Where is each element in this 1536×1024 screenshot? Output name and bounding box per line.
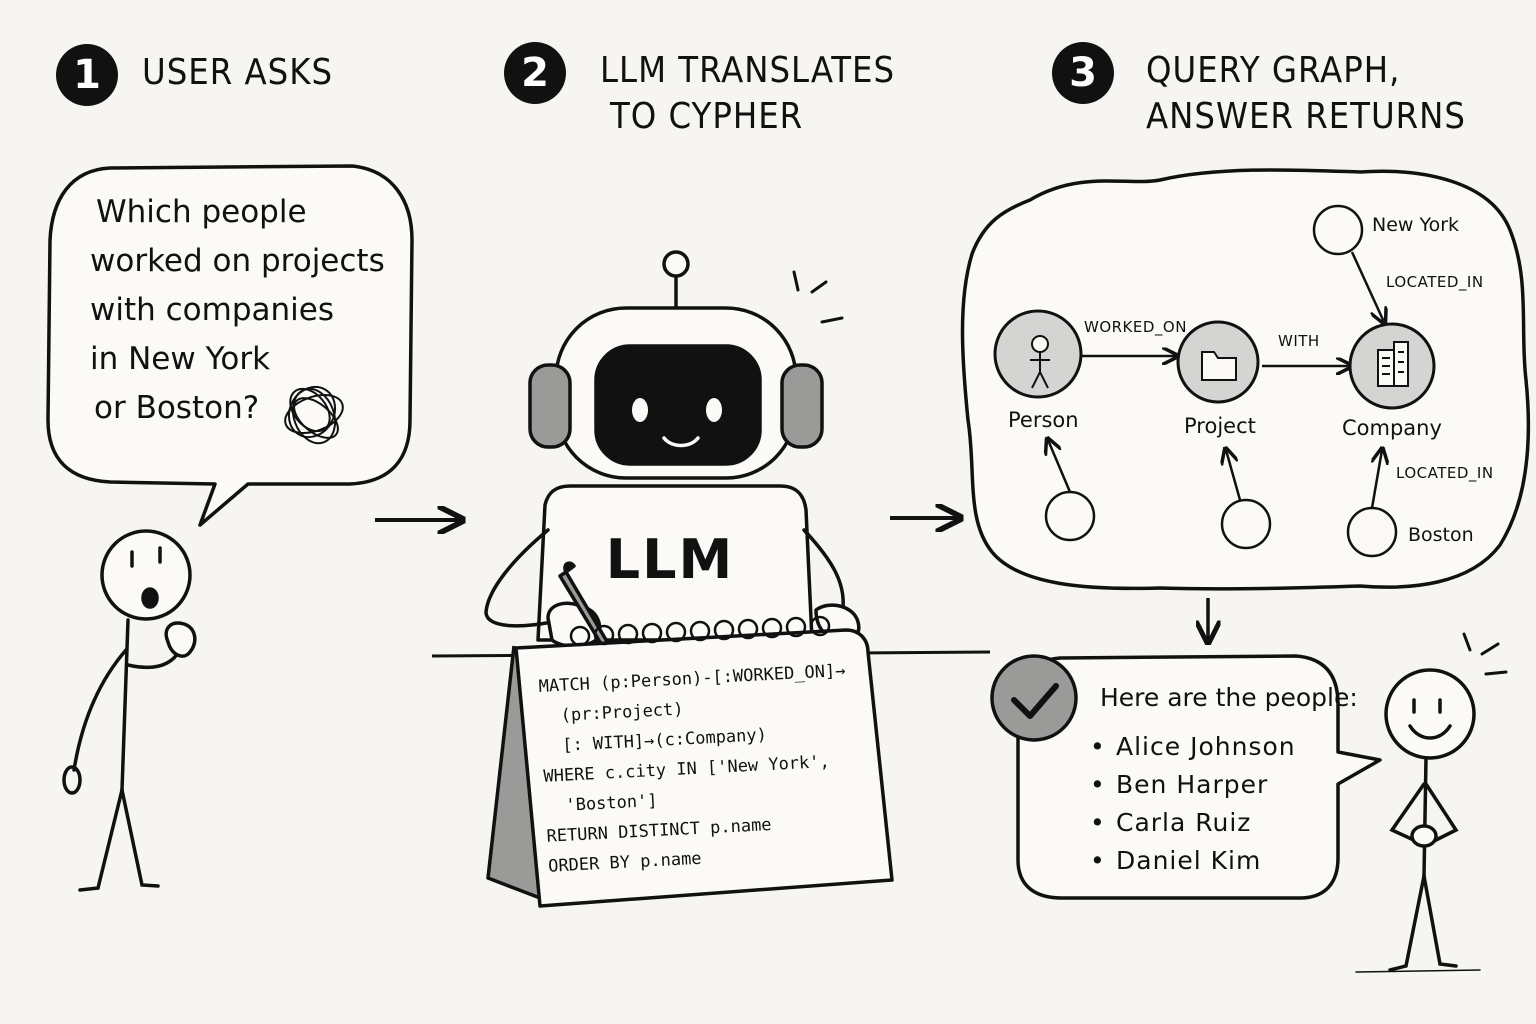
question-line: with companies — [90, 292, 334, 328]
scribble-icon — [284, 385, 344, 445]
list-item: Daniel Kim — [1090, 842, 1296, 880]
building-icon — [1377, 341, 1409, 387]
step-3-badge: 3 — [1052, 42, 1114, 104]
node-label-company: Company — [1342, 416, 1442, 440]
step-3-title-line: ANSWER RETURNS — [1146, 96, 1466, 137]
node-label-person: Person — [1008, 408, 1079, 432]
user-question: Which people worked on projects with com… — [90, 188, 390, 433]
question-line: in New York — [90, 341, 271, 377]
folder-icon — [1201, 351, 1237, 381]
llm-label: LLM — [605, 528, 735, 591]
node-label-new-york: New York — [1372, 214, 1460, 236]
user-stick-figure — [62, 529, 197, 892]
edge-label-with: WITH — [1278, 332, 1320, 350]
graph-node-boston — [1346, 506, 1398, 558]
answer-people-list: Alice Johnson Ben Harper Carla Ruiz Dani… — [1090, 728, 1296, 880]
cypher-query: MATCH (p:Person)-[:WORKED_ON]→ (pr:Proje… — [538, 655, 879, 882]
edge-label-worked-on: WORKED_ON — [1084, 318, 1187, 336]
step-1-badge: 1 — [56, 44, 118, 106]
robot-llm-figure — [484, 250, 861, 666]
graph-node-person — [993, 309, 1083, 399]
answer-title: Here are the people: — [1100, 683, 1358, 712]
checkmark-icon — [990, 654, 1078, 742]
question-line: or Boston? — [94, 390, 260, 426]
graph-node-new-york — [1312, 204, 1364, 256]
question-speech-bubble — [46, 164, 414, 527]
question-line: Which people — [96, 194, 307, 230]
step-2-title-line: LLM TRANSLATES — [600, 50, 896, 91]
step-1-title-line: USER ASKS — [142, 52, 334, 93]
graph-node-person-instance — [1044, 490, 1096, 542]
edge-label-located-in: LOCATED_IN — [1396, 464, 1494, 482]
graph-node-project — [1176, 320, 1260, 404]
graph-node-project-instance — [1220, 498, 1272, 550]
step-2-badge: 2 — [504, 42, 566, 104]
list-item: Alice Johnson — [1090, 728, 1296, 766]
step-2-title: LLM TRANSLATES TO CYPHER — [600, 48, 895, 140]
happy-stick-figure — [1355, 632, 1508, 973]
cypher-notepad — [486, 615, 894, 908]
node-label-boston: Boston — [1408, 524, 1474, 546]
step-3-title-line: QUERY GRAPH, — [1146, 50, 1401, 91]
node-label-project: Project — [1184, 414, 1256, 438]
graph-edges — [1048, 251, 1384, 509]
step-1-title: USER ASKS — [142, 50, 333, 96]
list-item: Carla Ruiz — [1090, 804, 1296, 842]
graph-node-company — [1348, 322, 1436, 410]
edge-label-located-in: LOCATED_IN — [1386, 273, 1484, 291]
step-3-title: QUERY GRAPH, ANSWER RETURNS — [1146, 48, 1466, 140]
step-2-title-line: TO CYPHER — [610, 96, 804, 137]
person-icon — [1030, 335, 1050, 389]
list-item: Ben Harper — [1090, 766, 1296, 804]
question-line: worked on projects — [90, 243, 385, 279]
